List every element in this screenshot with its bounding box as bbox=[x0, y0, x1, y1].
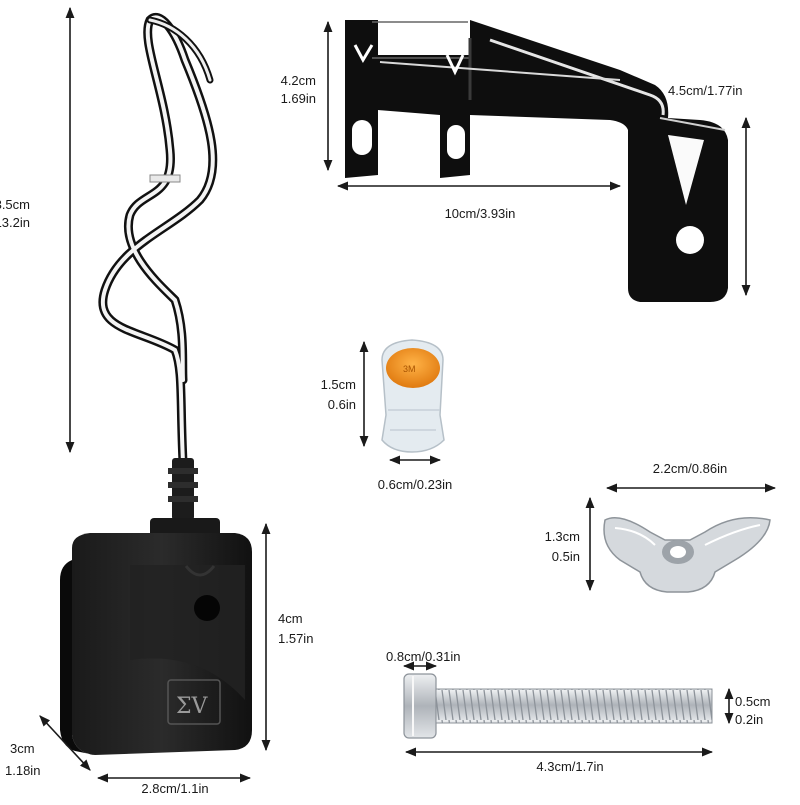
transformer-width: 2.8cm/1.1in bbox=[141, 781, 209, 796]
bolt-diameter-cm: 0.5cm bbox=[735, 694, 771, 709]
connector-height-cm: 1.5cm bbox=[320, 377, 356, 392]
mounting-bracket bbox=[345, 20, 728, 302]
cable-length-cm: 33.5cm bbox=[0, 197, 30, 212]
transformer-height-in: 1.57in bbox=[278, 631, 314, 646]
connector-width: 0.6cm/0.23in bbox=[377, 477, 453, 492]
transformer: ΣV bbox=[60, 458, 252, 755]
svg-text:ΣV: ΣV bbox=[176, 694, 209, 719]
wing-nut-height-in: 0.5in bbox=[551, 549, 580, 564]
bolt-hole-icon bbox=[676, 226, 704, 254]
power-cable bbox=[98, 13, 218, 467]
bracket-depth: 4.5cm/1.77in bbox=[668, 83, 743, 98]
bolt-diameter-in: 0.2in bbox=[735, 712, 764, 727]
transformer-depth-in: 1.18in bbox=[5, 763, 41, 778]
slot-hole-icon bbox=[447, 125, 465, 159]
slot-hole-icon bbox=[352, 120, 372, 155]
wing-nut-height-cm: 1.3cm bbox=[544, 529, 580, 544]
dimension-lines bbox=[39, 6, 777, 783]
transformer-height-cm: 4cm bbox=[278, 611, 303, 626]
wire-connector: 3M bbox=[381, 339, 445, 453]
transformer-depth-cm: 3cm bbox=[10, 741, 35, 756]
wing-nut bbox=[603, 517, 771, 593]
connector-height-in: 0.6in bbox=[327, 397, 356, 412]
bolt bbox=[403, 673, 713, 739]
bracket-width: 10cm/3.93in bbox=[444, 206, 516, 221]
svg-text:3M: 3M bbox=[403, 364, 416, 374]
wing-nut-width: 2.2cm/0.86in bbox=[652, 461, 728, 476]
cable-length-in: 13.2in bbox=[0, 215, 30, 230]
bolt-length: 4.3cm/1.7in bbox=[536, 759, 604, 774]
mount-hole-icon bbox=[194, 595, 220, 621]
bracket-height-cm: 4.2cm bbox=[280, 73, 316, 88]
bracket-height-in: 1.69in bbox=[280, 91, 316, 106]
bolt-head-width: 0.8cm/0.31in bbox=[386, 649, 461, 664]
